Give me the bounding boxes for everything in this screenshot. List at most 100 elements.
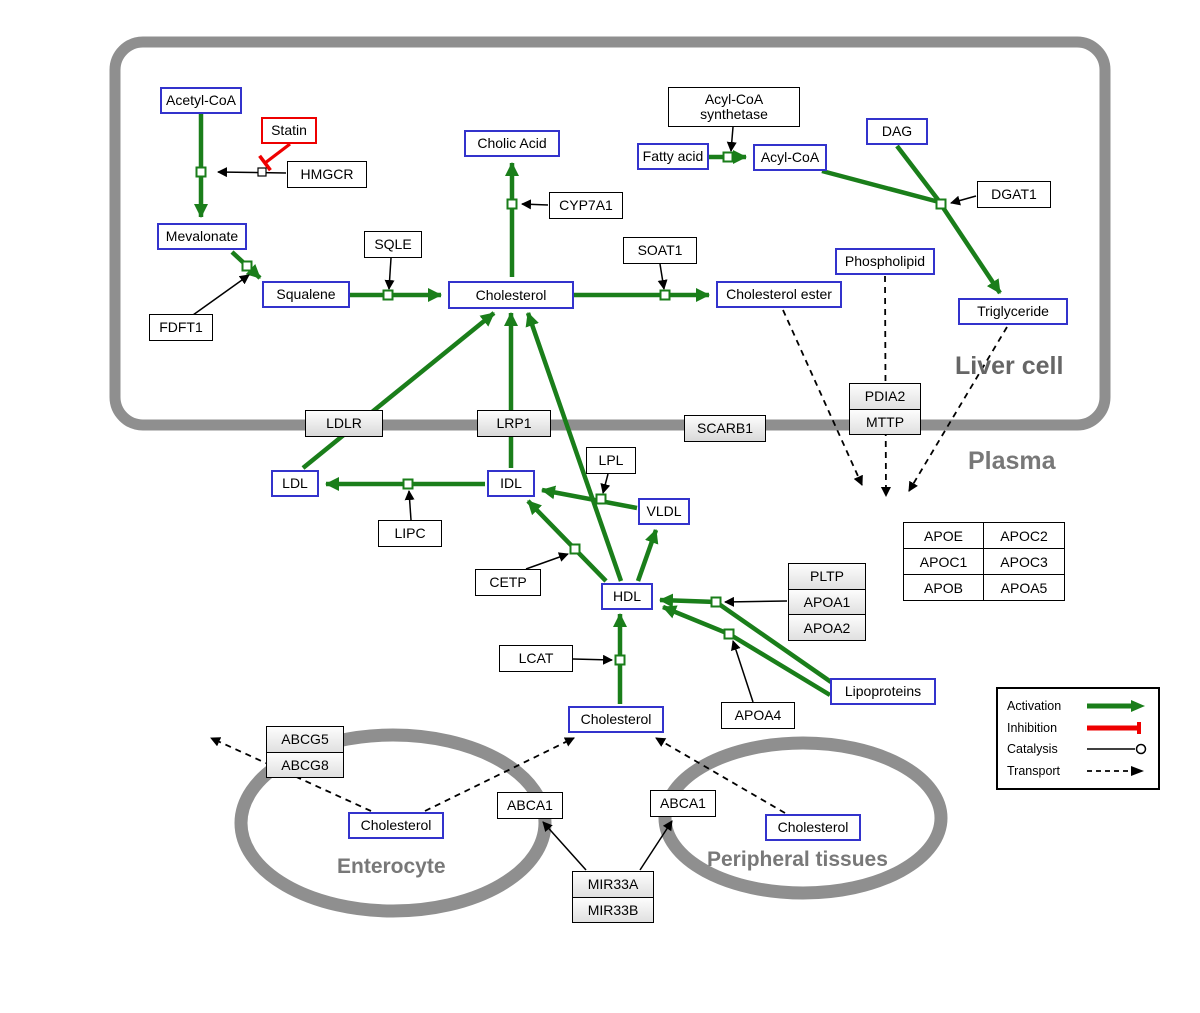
edge-enterocyte-cholesterol-abcg — [210, 737, 372, 812]
legend-catalysis: Catalysis — [1007, 741, 1149, 757]
node-hmgcr[interactable]: HMGCR — [287, 161, 367, 188]
node-vldl[interactable]: VLDL — [638, 498, 690, 525]
node-scarb1[interactable]: SCARB1 — [684, 415, 766, 442]
node-triglyceride[interactable]: Triglyceride — [958, 298, 1068, 325]
node-lipc[interactable]: LIPC — [378, 520, 442, 547]
node-pdia2[interactable]: PDIA2 — [850, 384, 920, 409]
edge-statin-hmgcr — [264, 142, 291, 165]
node-apoc2[interactable]: APOC2 — [984, 523, 1064, 549]
node-phospholipid[interactable]: Phospholipid — [835, 248, 935, 275]
node-fdft1[interactable]: FDFT1 — [149, 314, 213, 341]
edge-hdl-cholesterol — [525, 312, 624, 582]
edge-apoa4-catalysis — [731, 640, 754, 703]
node-hdl[interactable]: HDL — [601, 583, 653, 610]
peripheral-tissues-membrane — [658, 736, 948, 900]
node-cholesterol-enterocyte[interactable]: Cholesterol — [348, 812, 444, 839]
node-abcg8[interactable]: ABCG8 — [267, 751, 343, 777]
node-lipoproteins[interactable]: Lipoproteins — [830, 678, 936, 705]
legend: Activation Inhibition Catalysis Transpor… — [996, 687, 1160, 790]
edge-sqle-catalysis — [384, 257, 395, 290]
node-apoe[interactable]: APOE — [904, 523, 984, 549]
node-soat1[interactable]: SOAT1 — [623, 237, 697, 264]
node-mttp[interactable]: MTTP — [850, 408, 920, 434]
node-pltp[interactable]: PLTP — [789, 564, 865, 589]
node-lpl[interactable]: LPL — [586, 447, 636, 474]
liver-cell-membrane — [109, 36, 1111, 431]
node-abca1-enterocyte[interactable]: ABCA1 — [497, 792, 563, 819]
node-ldlr[interactable]: LDLR — [305, 410, 383, 437]
edge-soat1-catalysis — [657, 263, 668, 290]
edge-dgat1-catalysis — [950, 195, 977, 206]
reaction-node-square — [382, 289, 394, 301]
acyl-coa-synthetase-line2: synthetase — [700, 106, 768, 122]
liver-cell-label: Liver cell — [955, 352, 1064, 380]
reaction-node-square — [659, 289, 671, 301]
node-acyl-coa-synthetase[interactable]: Acyl-CoA synthetase — [668, 87, 800, 127]
node-group-mir33a-mir33b: MIR33A MIR33B — [572, 871, 654, 923]
node-idl[interactable]: IDL — [487, 470, 535, 497]
reaction-node-square — [241, 260, 253, 272]
node-abca1-peripheral[interactable]: ABCA1 — [650, 790, 716, 817]
node-dag[interactable]: DAG — [866, 118, 928, 145]
node-statin[interactable]: Statin — [261, 117, 317, 144]
node-fatty-acid[interactable]: Fatty acid — [637, 143, 709, 170]
node-mir33b[interactable]: MIR33B — [573, 896, 653, 922]
node-apoc3[interactable]: APOC3 — [984, 549, 1064, 575]
node-apoa1[interactable]: APOA1 — [789, 588, 865, 615]
legend-activation: Activation — [1007, 698, 1149, 714]
node-cyp7a1[interactable]: CYP7A1 — [549, 192, 623, 219]
edge-lpl-catalysis — [600, 473, 611, 494]
plasma-label: Plasma — [968, 447, 1056, 475]
node-lcat[interactable]: LCAT — [499, 645, 573, 672]
transport-dashed-arrow-icon — [1087, 766, 1144, 777]
reaction-node-square — [722, 151, 734, 163]
reaction-node-square — [595, 493, 607, 505]
edge-peripheral-cholesterol-abca1 — [655, 737, 786, 814]
legend-transport: Transport — [1007, 763, 1149, 779]
node-mir33a[interactable]: MIR33A — [573, 872, 653, 897]
node-group-pltp-apoa1-apoa2: PLTP APOA1 APOA2 — [788, 563, 866, 641]
node-ldl[interactable]: LDL — [271, 470, 319, 497]
edge-acylcoa-dgat1 — [821, 168, 940, 205]
edge-enterocyte-cholesterol-abca1 — [424, 737, 575, 812]
edge-mir33-abca1-left — [542, 821, 587, 871]
node-sqle[interactable]: SQLE — [364, 231, 422, 258]
legend-activation-label: Activation — [1007, 698, 1062, 713]
edge-dgat1-triglyceride — [940, 204, 1002, 295]
node-mevalonate[interactable]: Mevalonate — [157, 223, 247, 250]
reaction-node-square — [935, 198, 947, 210]
node-acyl-coa[interactable]: Acyl-CoA — [753, 144, 827, 171]
edge-fdft1-catalysis — [192, 274, 250, 316]
node-abcg5[interactable]: ABCG5 — [267, 727, 343, 752]
node-lrp1[interactable]: LRP1 — [477, 410, 551, 437]
reaction-node-square — [506, 198, 518, 210]
node-cetp[interactable]: CETP — [475, 569, 541, 596]
legend-inhibition-label: Inhibition — [1007, 720, 1058, 735]
node-apoc1[interactable]: APOC1 — [904, 549, 984, 575]
activation-arrow-icon — [1087, 699, 1145, 712]
edge-pltp-apoa-catalysis — [724, 596, 788, 607]
legend-inhibition: Inhibition — [1007, 720, 1149, 736]
node-group-abcg5-abcg8: ABCG5 ABCG8 — [266, 726, 344, 778]
edge-hmgcr-catalysis — [217, 167, 287, 178]
node-cholesterol-plasma[interactable]: Cholesterol — [568, 706, 664, 733]
node-apoa4[interactable]: APOA4 — [721, 702, 795, 729]
node-apob[interactable]: APOB — [904, 575, 984, 600]
node-apoa2[interactable]: APOA2 — [789, 614, 865, 641]
node-group-pdia2-mttp: PDIA2 MTTP — [849, 383, 921, 435]
node-squalene[interactable]: Squalene — [262, 281, 350, 308]
reaction-squares — [195, 151, 947, 666]
node-cholesterol-liver[interactable]: Cholesterol — [448, 281, 574, 309]
node-cholesterol-ester[interactable]: Cholesterol ester — [716, 281, 842, 308]
node-acetyl-coa[interactable]: Acetyl-CoA — [160, 87, 242, 114]
node-cholesterol-peripheral[interactable]: Cholesterol — [765, 814, 861, 841]
reaction-node-square — [614, 654, 626, 666]
node-apoa5[interactable]: APOA5 — [1000, 579, 1048, 596]
edge-vldl-idl — [541, 485, 638, 511]
statin-target-square — [257, 167, 267, 177]
node-dgat1[interactable]: DGAT1 — [977, 181, 1051, 208]
reaction-node-square — [723, 628, 735, 640]
peripheral-tissues-label: Peripheral tissues — [707, 848, 888, 871]
node-cholic-acid[interactable]: Cholic Acid — [464, 130, 560, 157]
